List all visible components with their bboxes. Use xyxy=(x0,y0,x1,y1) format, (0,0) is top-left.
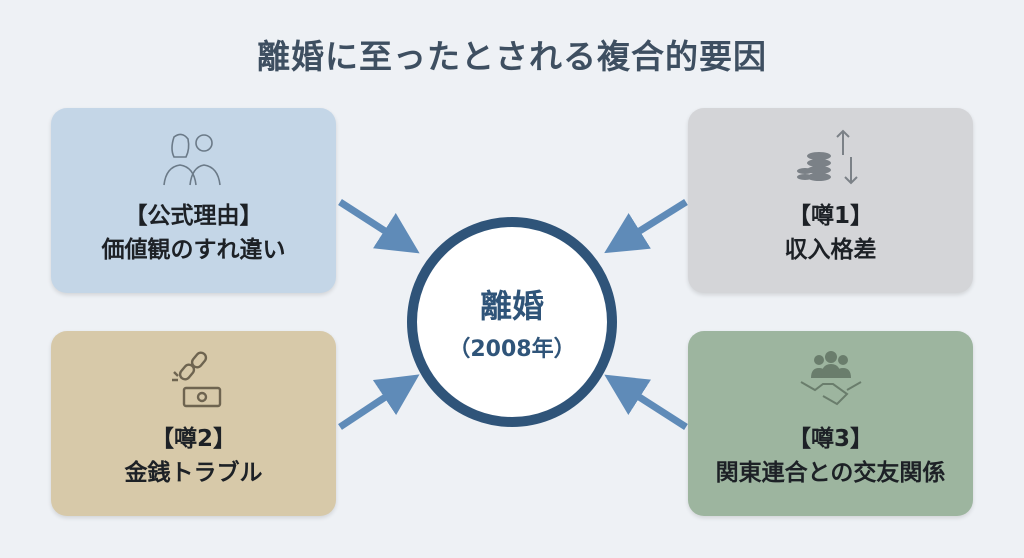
factor-body: 価値観のすれ違い xyxy=(101,237,286,263)
factor-head: 【噂1】 xyxy=(787,203,873,229)
factor-rumor-2: 【噂2】 金銭トラブル xyxy=(51,331,336,516)
coins-updown-icon xyxy=(796,129,858,185)
center-year: （2008年） xyxy=(448,337,576,362)
arrow-bottom-left xyxy=(338,374,420,430)
factor-head: 【公式理由】 xyxy=(124,203,263,229)
arrow-top-left xyxy=(338,199,420,254)
factor-head: 【噂3】 xyxy=(787,426,873,452)
group-handshake-icon xyxy=(800,351,861,406)
center-label: 離婚 xyxy=(479,287,544,325)
factor-official-reason: 【公式理由】 価値観のすれ違い xyxy=(51,108,336,293)
factor-head: 【噂2】 xyxy=(150,426,236,452)
factor-body: 関東連合との交友関係 xyxy=(715,460,946,486)
factor-rumor-3: 【噂3】 関東連合との交友関係 xyxy=(688,331,973,516)
diagram-title: 離婚に至ったとされる複合的要因 xyxy=(257,37,767,76)
divorce-center-node: 離婚 （2008年） xyxy=(407,217,617,427)
factor-body: 収入格差 xyxy=(784,237,877,263)
factor-body: 金銭トラブル xyxy=(124,460,263,486)
broken-chain-money-icon xyxy=(171,351,221,408)
arrow-bottom-right xyxy=(604,374,688,430)
couple-icon xyxy=(162,133,221,186)
arrow-top-right xyxy=(604,199,688,254)
factor-rumor-1: 【噂1】 収入格差 xyxy=(688,108,973,293)
